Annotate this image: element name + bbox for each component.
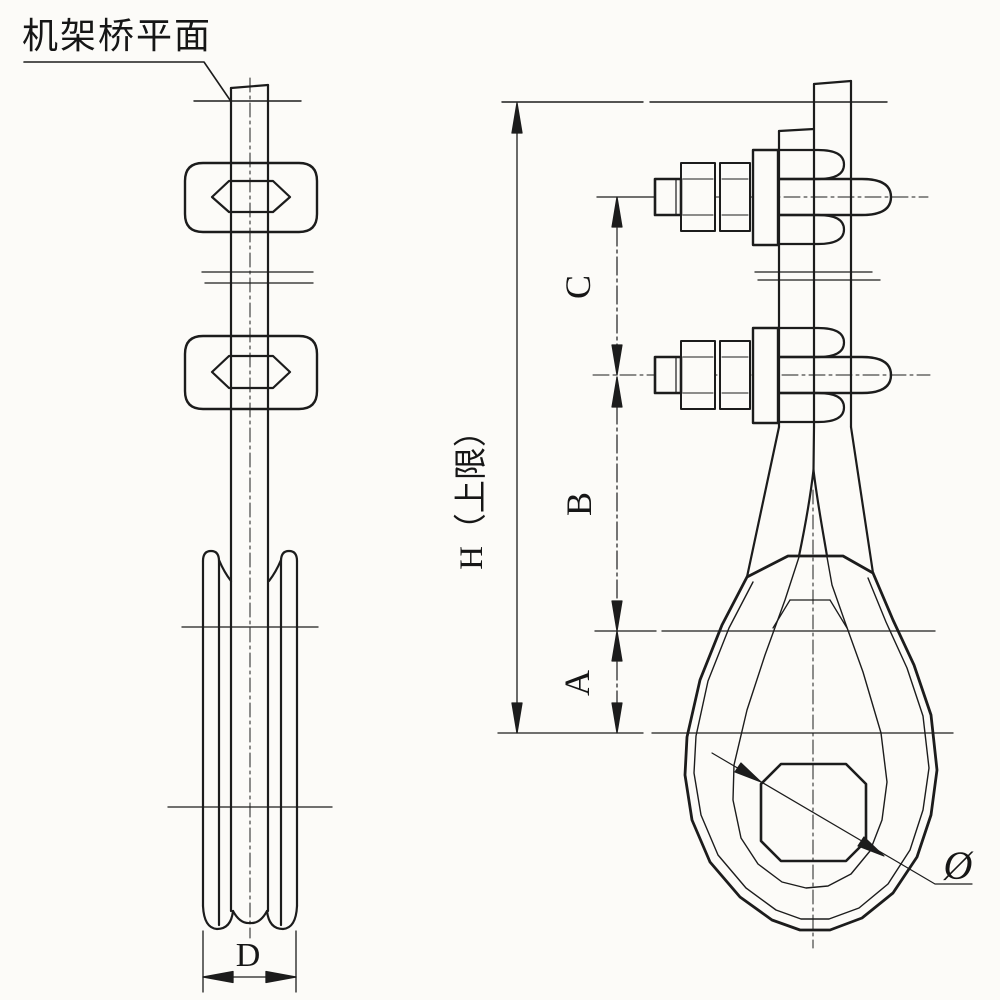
clip-eye-hole bbox=[210, 179, 292, 214]
thimble-point-arch bbox=[797, 468, 815, 558]
arrowhead bbox=[857, 836, 885, 857]
left-view-reference-lines bbox=[167, 626, 333, 808]
dimension-H-label: H（上限） bbox=[454, 414, 490, 570]
arrowhead bbox=[734, 762, 762, 783]
groove-section-detail bbox=[772, 599, 848, 629]
wire-rope-clip-front-2 bbox=[183, 334, 319, 411]
dimension-B bbox=[611, 376, 623, 632]
diameter-leader bbox=[711, 752, 973, 885]
rope-break-lines-right bbox=[754, 271, 881, 281]
clip-body-outline bbox=[183, 334, 319, 411]
dimension-D bbox=[202, 930, 297, 993]
left-view bbox=[23, 61, 333, 993]
dimension-B-label: B bbox=[559, 492, 599, 516]
arrowhead bbox=[611, 344, 623, 376]
u-bolt-lower-bend bbox=[776, 213, 846, 246]
nuts-and-washers bbox=[680, 162, 754, 232]
wire-rope-clip-side-2 bbox=[653, 326, 893, 425]
arrowhead bbox=[511, 102, 523, 134]
wire-rope-clip-side-1 bbox=[653, 148, 893, 247]
arrowhead bbox=[511, 702, 523, 734]
arrowhead bbox=[611, 376, 623, 408]
saddle bbox=[751, 148, 780, 247]
clip-body-outline bbox=[183, 161, 319, 234]
arrowhead bbox=[202, 970, 234, 984]
thimble-hole-octagon bbox=[759, 762, 868, 863]
dimension-D-label: D bbox=[236, 937, 261, 974]
saddle bbox=[751, 326, 780, 425]
dimension-A-label: A bbox=[557, 670, 597, 696]
diameter-symbol-label: Ø bbox=[943, 843, 975, 888]
u-bolt-lower-bend bbox=[776, 391, 846, 424]
bolt-end bbox=[653, 177, 683, 217]
arrowhead bbox=[611, 196, 623, 228]
thimble-teardrop bbox=[683, 489, 939, 949]
dimension-C-label: C bbox=[558, 275, 598, 299]
u-bolt-upper-bend bbox=[776, 326, 846, 359]
arrowhead bbox=[611, 702, 623, 734]
u-bolt-upper-bend bbox=[776, 148, 846, 181]
dimension-H bbox=[511, 102, 523, 734]
u-bolt-back-bend bbox=[776, 355, 893, 395]
nut-chamfer-lines bbox=[682, 178, 749, 216]
thimble-inner-outline bbox=[732, 556, 888, 889]
rope-loop-strands bbox=[745, 425, 875, 579]
wire-rope-clip-front-1 bbox=[183, 161, 319, 234]
frame-plane-label: 机架桥平面 bbox=[22, 16, 212, 56]
u-bolt-back-bend bbox=[776, 177, 893, 217]
arrowhead bbox=[611, 600, 623, 632]
arrowhead bbox=[611, 630, 623, 662]
thimble-point-arch bbox=[812, 468, 829, 558]
rope-break-lines-left bbox=[201, 271, 314, 284]
arrowhead bbox=[265, 970, 297, 984]
dimension-A bbox=[611, 630, 623, 734]
frame-plane-leader bbox=[23, 61, 231, 101]
mid-extension-lines bbox=[594, 196, 936, 632]
thimble-outer-outline bbox=[683, 554, 939, 932]
dimension-C bbox=[611, 196, 623, 376]
nuts-and-washers bbox=[680, 340, 754, 410]
thimble-groove-line bbox=[693, 577, 930, 920]
sheave-strips-edge-view bbox=[201, 549, 299, 931]
right-side-view bbox=[497, 79, 973, 949]
nut-chamfer-lines bbox=[682, 356, 749, 394]
clip-eye-hole bbox=[210, 354, 292, 390]
labels: 机架桥平面 H（上限） C B A D Ø bbox=[22, 16, 975, 974]
bolt-end bbox=[653, 355, 683, 395]
